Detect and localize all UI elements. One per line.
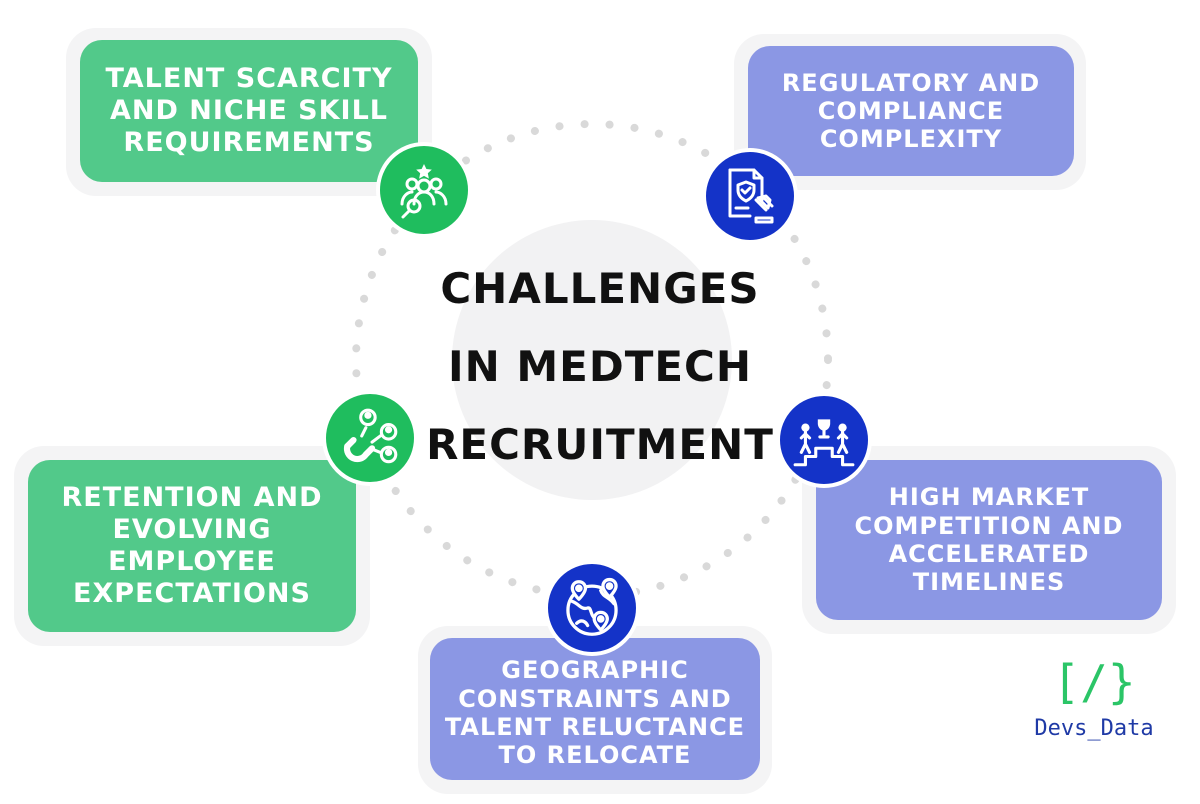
card-regulatory: REGULATORY AND COMPLIANCE COMPLEXITY <box>748 46 1074 176</box>
devsdata-logo: [/} Devs_Data <box>1014 656 1174 741</box>
dotted-ring <box>352 120 832 600</box>
globe-pins-icon <box>544 560 640 656</box>
card-line: HIGH MARKET <box>888 483 1090 512</box>
card-line: RETENTION AND <box>61 482 323 514</box>
card-line: TALENT RELUCTANCE <box>444 713 746 741</box>
card-talent-scarcity: TALENT SCARCITY AND NICHE SKILL REQUIREM… <box>80 40 418 182</box>
competition-podium-icon <box>776 392 872 488</box>
card-retention: RETENTION AND EVOLVING EMPLOYEE EXPECTAT… <box>28 460 356 632</box>
card-line: COMPLEXITY <box>819 125 1003 154</box>
card-line: COMPLIANCE <box>817 96 1005 125</box>
logo-mark: [/} <box>1052 655 1136 709</box>
talent-magnet-icon <box>322 390 418 486</box>
center-disc <box>452 220 732 500</box>
card-line: REQUIREMENTS <box>123 126 375 158</box>
card-line: ACCELERATED <box>888 540 1090 568</box>
card-geographic: GEOGRAPHIC CONSTRAINTS AND TALENT RELUCT… <box>430 638 760 780</box>
title-line: RECRUITMENT <box>426 420 774 469</box>
card-line: COMPETITION AND <box>854 511 1124 540</box>
card-line: EMPLOYEE <box>108 546 276 577</box>
logo-text: Devs_Data <box>1034 716 1154 741</box>
card-line: REGULATORY AND <box>781 68 1041 97</box>
team-search-icon <box>376 142 472 238</box>
card-line: AND NICHE SKILL <box>109 95 389 127</box>
card-line: EVOLVING <box>112 514 272 546</box>
card-market-competition: HIGH MARKET COMPETITION AND ACCELERATED … <box>816 460 1162 620</box>
card-line: TO RELOCATE <box>498 741 692 770</box>
card-line: TALENT SCARCITY <box>105 63 393 95</box>
card-line: GEOGRAPHIC <box>501 656 689 685</box>
card-line: CONSTRAINTS AND <box>458 684 732 713</box>
diagram-title: CHALLENGES IN MEDTECH RECRUITMENT <box>400 250 800 484</box>
title-line: IN MEDTECH <box>447 342 753 391</box>
title-line: CHALLENGES <box>440 264 760 313</box>
legal-document-gavel-icon <box>702 148 798 244</box>
card-line: EXPECTATIONS <box>73 577 311 609</box>
card-line: TIMELINES <box>912 568 1066 597</box>
